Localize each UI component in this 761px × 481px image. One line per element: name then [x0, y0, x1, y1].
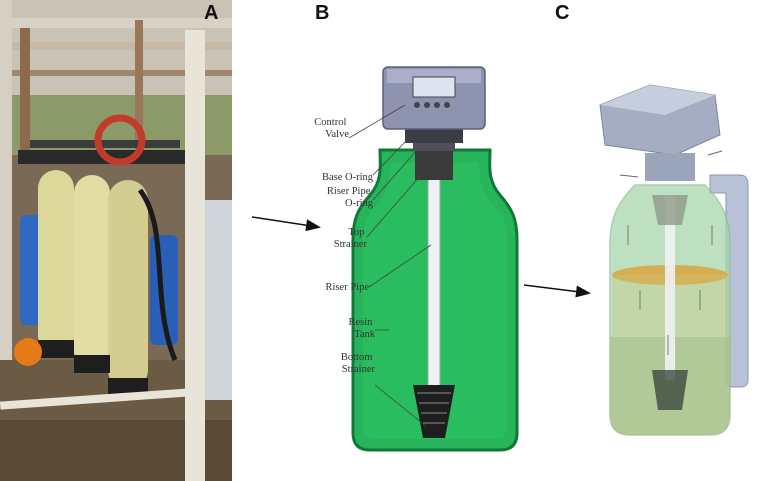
arrow-c-to-b — [523, 284, 591, 298]
panel-c-render — [599, 84, 749, 436]
panel-a-photo — [0, 0, 232, 481]
roof-beam — [0, 18, 232, 28]
label-resin-tank: Resin Tank — [348, 317, 375, 340]
label-control-valve: Control Valve — [314, 117, 349, 140]
base-o-ring-shape — [405, 127, 463, 143]
label-base-o-ring: Base O-ring — [322, 172, 374, 183]
pressure-vessel-1 — [38, 170, 74, 355]
panel-c-letter: C — [555, 2, 570, 24]
label-bottom-strainer: Bottom Strainer — [341, 352, 376, 375]
label-riser-pipe: Riser Pipe — [326, 282, 370, 293]
label-top-strainer: Top Strainer — [334, 227, 368, 250]
arrow-b-to-a — [251, 216, 321, 232]
panel-a-letter: A — [204, 2, 219, 24]
hose-reel — [94, 114, 146, 166]
orange-pump — [14, 338, 42, 366]
frame-post — [185, 30, 205, 481]
bottom-strainer-shape — [413, 385, 455, 438]
pressure-vessel-2 — [74, 175, 110, 370]
panel-b-diagram: Control Valve Base O-ring Riser Pipe O-r… — [314, 66, 519, 452]
label-riser-pipe-o-ring: Riser Pipe O-ring — [327, 186, 374, 209]
bottom-distributor — [652, 370, 688, 410]
pressure-vessel-3 — [108, 180, 148, 390]
panel-b-letter: B — [315, 2, 330, 24]
top-strainer-shape — [415, 150, 453, 180]
riser-pipe-shape — [427, 142, 441, 392]
valve-display — [412, 76, 456, 98]
